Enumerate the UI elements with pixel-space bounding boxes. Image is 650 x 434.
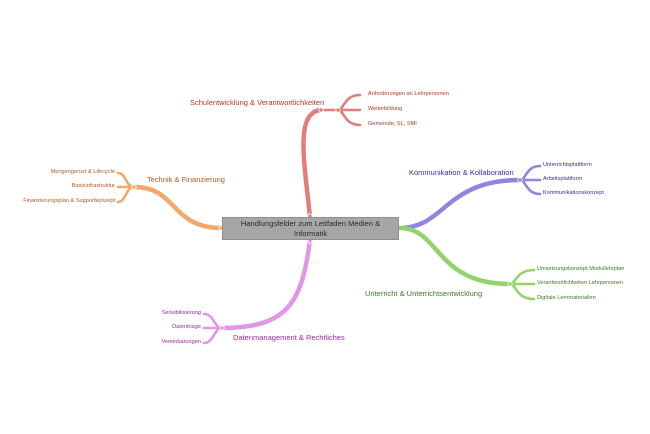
node-dot xyxy=(318,107,324,113)
node-dot xyxy=(335,107,341,113)
node-dot xyxy=(507,281,513,287)
connector-datenmanagement-hub xyxy=(202,312,224,345)
branch-technik xyxy=(116,171,225,231)
leaf-digitale-lernmaterialien[interactable]: Digitale Lernmaterialien xyxy=(537,295,596,301)
node-dot xyxy=(219,325,225,331)
branch-schulentwicklung xyxy=(301,93,362,220)
branch-label-kommunikation[interactable]: Kommunikation & Kollaboration xyxy=(409,168,514,177)
leaf-gemeinde[interactable]: Gemeinde, SL, SMI xyxy=(368,121,417,127)
branch-label-technik[interactable]: Technik & Finanzierung xyxy=(147,175,225,184)
leaf-vereinbarungen[interactable]: Vereinbarungen xyxy=(161,339,201,345)
connector-kommunikation xyxy=(397,177,523,231)
branch-label-datenmanagement[interactable]: Datenmanagement & Rechtliches xyxy=(233,333,345,342)
branch-datenmanagement xyxy=(202,237,313,345)
leaf-anforderungen[interactable]: Anforderungen an Lehrpersonen xyxy=(368,91,449,97)
node-dot xyxy=(517,177,523,183)
connector-schulentwicklung xyxy=(301,107,324,220)
node-dot xyxy=(131,184,137,190)
leaf-sensibilisierung[interactable]: Sensibilisierung xyxy=(161,310,201,316)
leaf-verantwortlichkeiten-lehrpersonen[interactable]: Verantwortlichkeiten Lehrpersonen xyxy=(537,280,624,286)
leaf-finanzierungsplan[interactable]: Finanzierungsplan & Supportkonzept xyxy=(23,198,115,204)
central-topic[interactable]: Handlungsfelder zum Leitfaden Medien & I… xyxy=(222,217,399,240)
leaf-arbeitsplattform[interactable]: Arbeitsplattform xyxy=(543,176,583,182)
leaf-kommunikationskonzept[interactable]: Kommunikationskonzept xyxy=(543,190,604,196)
connector-schulentwicklung-hub xyxy=(316,93,362,127)
branch-unterricht xyxy=(397,225,536,301)
branch-label-schulentwicklung[interactable]: Schulentwicklung & Verantwortlichkeiten xyxy=(190,98,325,107)
leaf-basisinfrastruktur[interactable]: Basisinfrastruktur xyxy=(71,183,115,189)
leaf-umsetzungskonzept[interactable]: Umsetzungskonzept Modullehrplan xyxy=(537,266,625,272)
connector-datenmanagement xyxy=(219,237,313,331)
central-topic-line2: Informatik xyxy=(293,228,328,238)
leaf-datentriage[interactable]: Datentriage xyxy=(172,324,201,330)
leaf-weiterbildung[interactable]: Weiterbildung xyxy=(368,106,403,112)
connector-kommunikation-hub xyxy=(518,164,542,196)
connector-unterricht-hub xyxy=(508,268,536,301)
leaf-mengengeruest[interactable]: Mengengerüst & Lifecycle xyxy=(50,169,115,175)
connector-technik xyxy=(131,184,225,231)
central-topic-line1: Handlungsfelder zum Leitfaden Medien & xyxy=(240,219,381,228)
leaf-unterrichtsplattform[interactable]: Unterrichtsplattform xyxy=(543,162,592,168)
branch-label-unterricht[interactable]: Unterricht & Unterrichtsentwicklung xyxy=(365,289,483,298)
connector-unterricht xyxy=(397,225,513,287)
